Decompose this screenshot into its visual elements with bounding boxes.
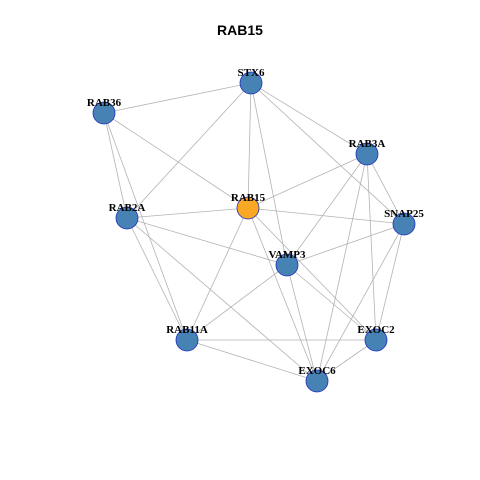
node-label-rab15: RAB15	[231, 192, 266, 204]
edge-layer	[103, 82, 405, 382]
edge-rab36-rab11a	[103, 112, 188, 341]
node-rab2a	[115, 206, 139, 230]
edge-exoc2-exoc6	[316, 339, 377, 382]
node-stx6	[239, 71, 263, 95]
edge-rab15-exoc6	[247, 207, 318, 382]
node-label-exoc6: EXOC6	[298, 365, 336, 377]
node-label-snap25: SNAP25	[384, 208, 424, 220]
edge-rab2a-rab11a	[126, 217, 188, 341]
node-label-rab2a: RAB2A	[109, 202, 146, 214]
edge-snap25-exoc6	[316, 223, 405, 382]
edge-rab15-rab11a	[186, 207, 249, 341]
node-label-exoc2: EXOC2	[357, 324, 395, 336]
edge-rab2a-vamp3	[126, 217, 288, 266]
node-label-stx6: STX6	[238, 67, 265, 79]
edge-stx6-rab15	[247, 82, 252, 209]
edge-rab36-rab15	[103, 112, 249, 209]
edge-stx6-rab3a	[250, 82, 368, 155]
edge-vamp3-exoc2	[286, 264, 377, 341]
edge-rab3a-snap25	[366, 153, 405, 225]
edge-rab3a-exoc2	[366, 153, 377, 341]
edge-rab3a-exoc6	[316, 153, 368, 382]
node-exoc6	[305, 369, 329, 393]
node-rab15	[236, 196, 260, 220]
edge-snap25-exoc2	[375, 223, 405, 341]
edge-rab2a-exoc6	[126, 217, 318, 382]
edge-rab15-snap25	[247, 207, 405, 225]
edge-snap25-vamp3	[286, 223, 405, 266]
node-label-rab3a: RAB3A	[349, 138, 386, 150]
node-label-vamp3: VAMP3	[268, 249, 306, 261]
edge-vamp3-exoc6	[286, 264, 318, 382]
node-vamp3	[275, 253, 299, 277]
edge-rab36-rab2a	[103, 112, 128, 219]
plot-title: RAB15	[217, 22, 263, 38]
edge-vamp3-rab11a	[186, 264, 288, 341]
node-rab3a	[355, 142, 379, 166]
edge-stx6-snap25	[250, 82, 405, 225]
edge-rab15-rab2a	[126, 207, 249, 219]
edge-rab3a-vamp3	[286, 153, 368, 266]
edge-rab15-exoc2	[247, 207, 377, 341]
node-rab11a	[175, 328, 199, 352]
edge-stx6-vamp3	[250, 82, 288, 266]
edge-stx6-rab36	[103, 82, 252, 114]
edge-stx6-rab2a	[126, 82, 252, 219]
node-snap25	[392, 212, 416, 236]
edge-rab3a-rab15	[247, 153, 368, 209]
node-rab36	[92, 101, 116, 125]
edge-rab11a-exoc6	[186, 339, 318, 382]
node-layer	[92, 71, 416, 393]
node-exoc2	[364, 328, 388, 352]
node-label-rab11a: RAB11A	[166, 324, 208, 336]
node-label-rab36: RAB36	[87, 97, 122, 109]
